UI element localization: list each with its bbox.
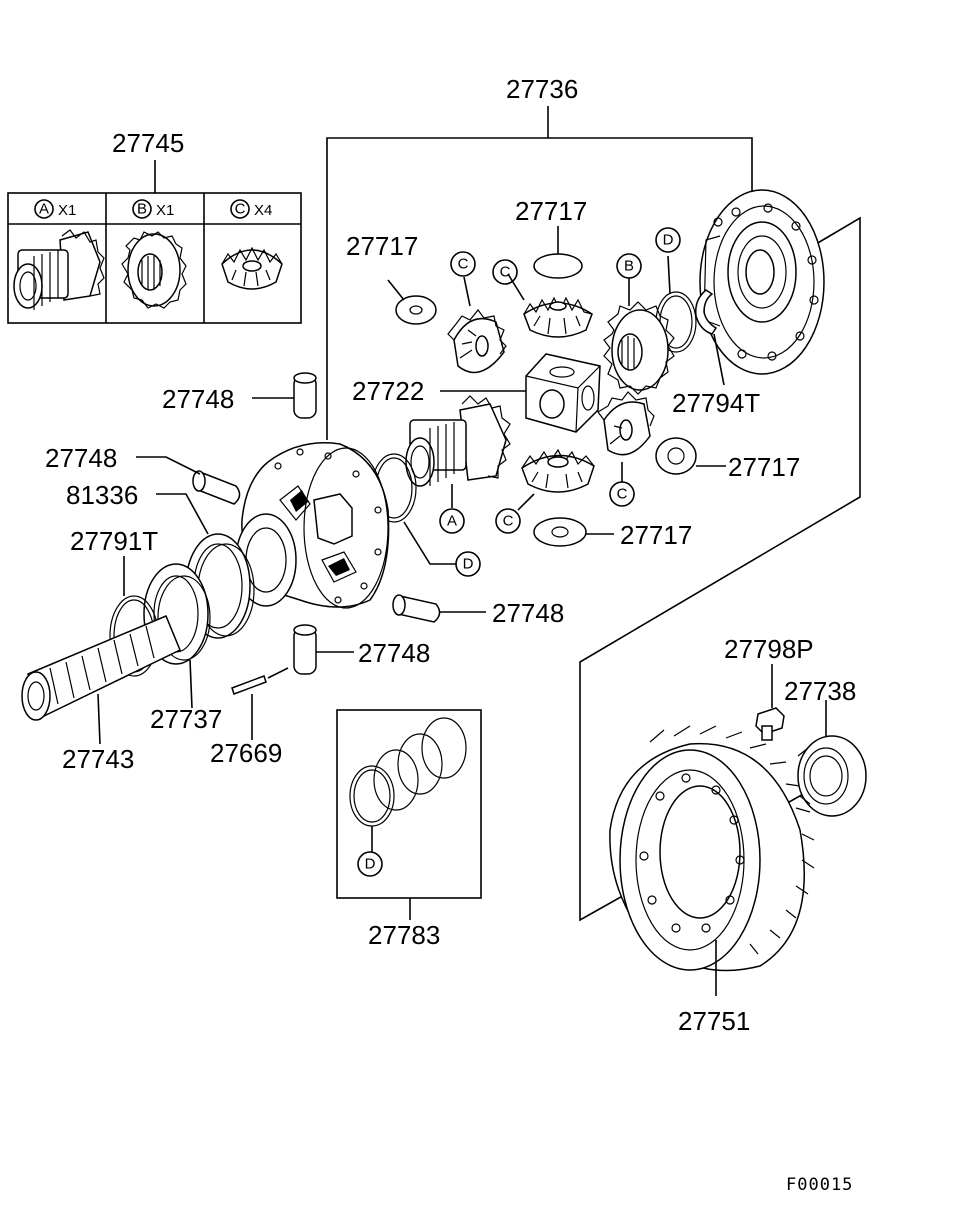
ref-b-gear: B [624,258,634,275]
thrust-washer-27717-top: 27717 [515,196,587,279]
label-27722: 27722 [352,376,424,406]
label-27798p: 27798P [724,634,814,664]
ref-d-upper: D [663,232,674,249]
case-assembly-number: 27736 [506,74,578,104]
thrust-washer-27717-right: 27717 [655,437,800,482]
label-27748-upper: 27748 [162,384,234,414]
svg-text:C: C [235,201,246,218]
ref-c-bottom: C [503,513,514,530]
bearing-27738: 27738 [784,676,867,817]
label-27791t: 27791T [70,526,158,556]
pin-27748-upper: 27748 [162,372,317,419]
kit-pinion-gear-c-image [221,246,283,290]
ring-gear-27751: 27751 [609,725,815,1036]
differential-case [235,442,390,609]
label-27748-right: 27748 [492,598,564,628]
label-81336: 81336 [66,480,138,510]
label-27748-lower: 27748 [358,638,430,668]
svg-text:A: A [39,201,49,218]
pin-27748-left: 27748 [45,443,241,505]
ref-a-gear: A [447,513,457,530]
pinion-gear-c-bottom: C [495,448,595,534]
ref-d-lower: D [463,556,474,573]
roll-pin-27669: 27669 [210,667,289,768]
label-27669: 27669 [210,738,282,768]
kit-cell-c-header: C X4 [230,199,272,219]
ref-c-top: C [500,264,511,281]
kit-cell-a-header: A X1 [34,199,76,219]
label-27717-top: 27717 [515,196,587,226]
shim-set-27783: D 27783 [336,709,482,950]
snap-ring-27794t: 27794T [672,289,760,418]
label-27751: 27751 [678,1006,750,1036]
label-27717-bottom: 27717 [620,520,692,550]
thrust-washer-27717-bottom: 27717 [533,517,692,550]
svg-text:B: B [137,201,147,218]
svg-text:X1: X1 [58,202,76,219]
pinion-shaft-block-27722: 27722 [352,353,601,433]
pin-27748-right: 27748 [392,594,564,628]
pinion-gear-c-left: C [447,251,507,374]
svg-text:X1: X1 [156,202,174,219]
label-27794t: 27794T [672,388,760,418]
ref-c-right: C [617,486,628,503]
label-27743: 27743 [62,744,134,774]
kit-side-gear-a-image [13,229,105,310]
pin-27748-lower: 27748 [293,624,430,675]
label-27717-left: 27717 [346,231,418,261]
ref-c-left: C [458,256,469,273]
diagram-code: F00015 [786,1175,853,1195]
pinion-gear-c-right: C [597,391,655,507]
label-27737: 27737 [150,704,222,734]
side-gear-a: A [405,395,511,534]
kit-side-gear-b-image [121,231,187,309]
label-27717-right: 27717 [728,452,800,482]
side-gear-b: B [603,253,675,395]
svg-text:X4: X4 [254,202,272,219]
differential-case-flange [699,189,825,375]
thrust-washer-27717-left: 27717 [346,231,437,325]
label-27748-left: 27748 [45,443,117,473]
bolt-27798p: 27798P [724,634,814,741]
ref-d-shimset: D [365,856,376,873]
pinion-gear-c-top: C [492,259,593,338]
kit-part-number: 27745 [112,128,184,158]
label-27783: 27783 [368,920,440,950]
output-shaft-27743: 27743 [21,615,181,774]
kit-box: 27745 A X1 B X1 C X4 [7,128,302,324]
kit-cell-b-header: B X1 [132,199,174,219]
label-27738: 27738 [784,676,856,706]
